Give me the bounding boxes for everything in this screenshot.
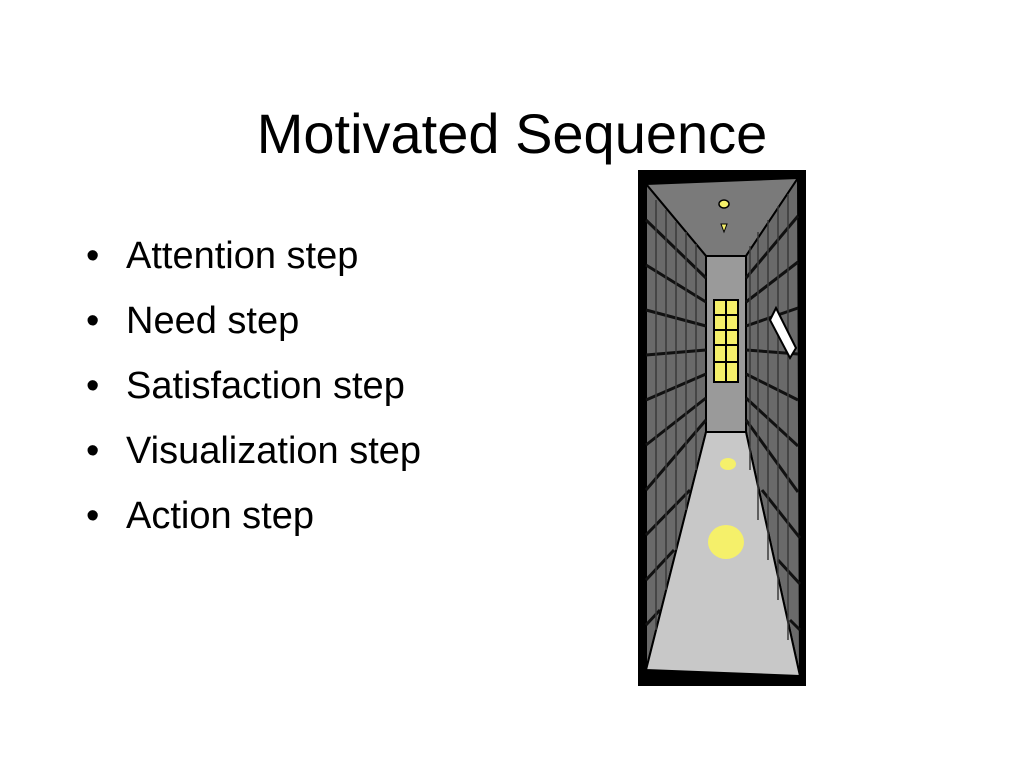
- bullet-text: Action step: [126, 495, 314, 537]
- library-corridor-icon: [638, 170, 806, 686]
- slide-title: Motivated Sequence: [256, 102, 768, 165]
- bullet-list: • Attention step • Need step • Satisfact…: [86, 232, 421, 557]
- bullet-text: Attention step: [126, 235, 359, 277]
- bullet-dot: •: [86, 495, 100, 537]
- bullet-item-attention: • Attention step: [86, 232, 421, 297]
- bullet-item-visualization: • Visualization step: [86, 427, 421, 492]
- bullet-item-action: • Action step: [86, 492, 421, 557]
- bullet-item-need: • Need step: [86, 297, 421, 362]
- bullet-text: Satisfaction step: [126, 365, 405, 407]
- bullet-dot: •: [86, 365, 100, 407]
- bullet-text: Need step: [126, 300, 300, 342]
- floor-light-reflection: [708, 525, 744, 559]
- floor-light-reflection: [720, 458, 736, 470]
- ceiling-light: [718, 199, 730, 209]
- bullet-text: Visualization step: [126, 430, 422, 472]
- bullet-dot: •: [86, 300, 100, 342]
- hanging-sign: [768, 305, 798, 361]
- bullet-dot: •: [86, 235, 100, 277]
- ceiling-light: [720, 223, 728, 234]
- bullet-item-satisfaction: • Satisfaction step: [86, 362, 421, 427]
- bullet-dot: •: [86, 430, 100, 472]
